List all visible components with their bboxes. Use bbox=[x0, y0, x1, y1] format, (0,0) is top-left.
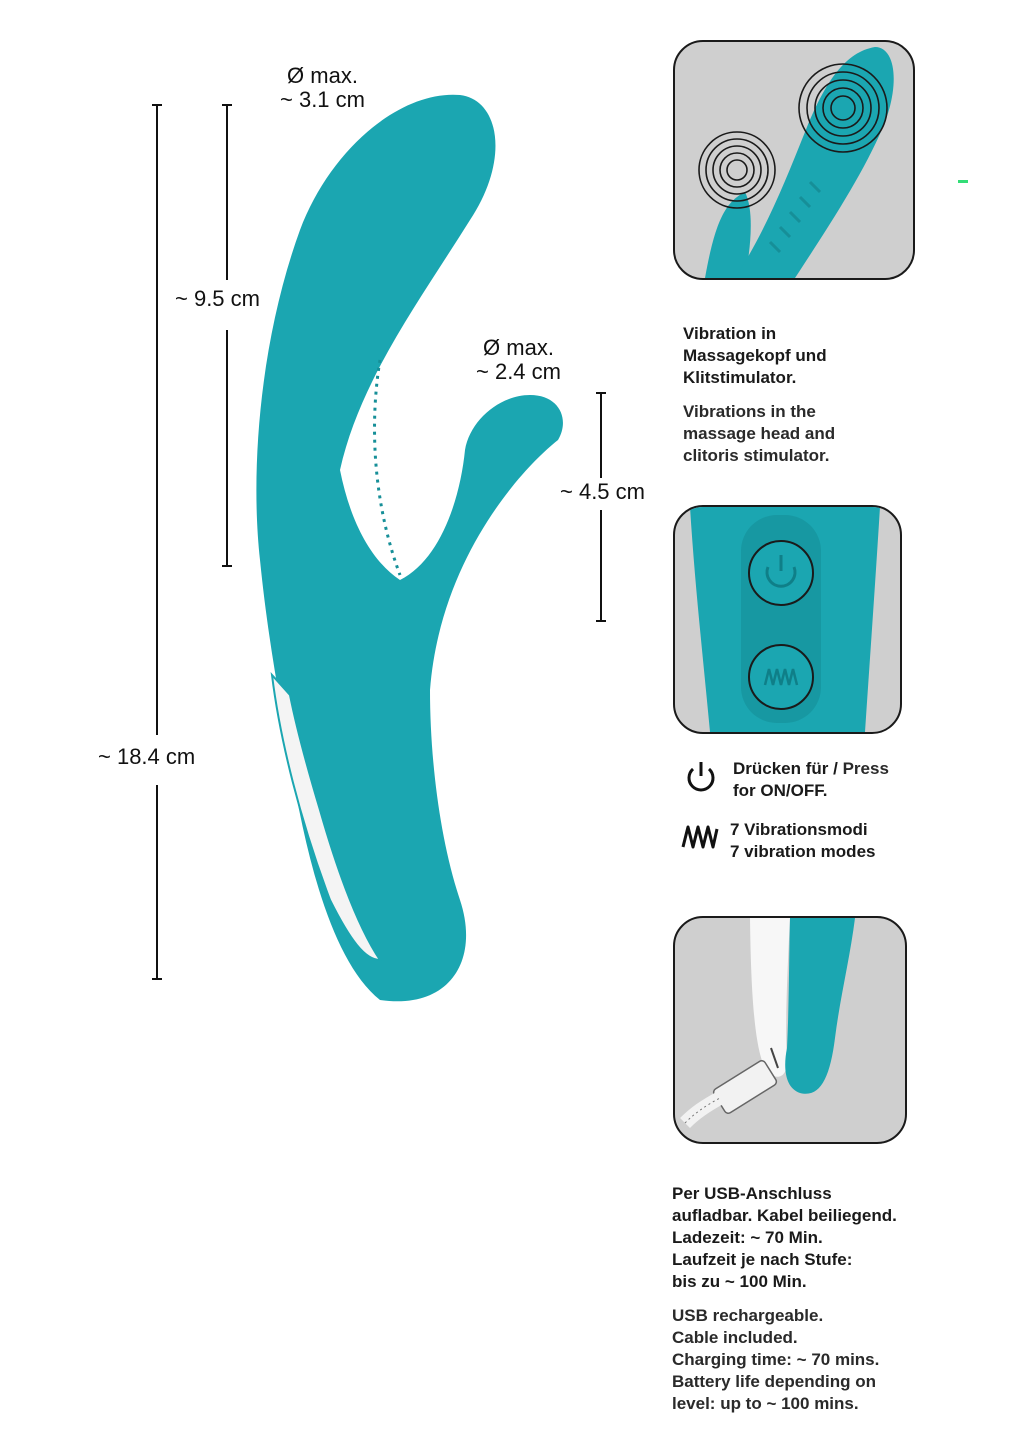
diameter-prefix: Ø max. bbox=[483, 335, 554, 360]
vibration-rings-small bbox=[698, 131, 776, 209]
total-length-label: ~ 18.4 cm bbox=[98, 744, 196, 769]
button-detail-panel bbox=[673, 505, 902, 734]
text-line: Laufzeit je nach Stufe: bbox=[672, 1250, 853, 1269]
large-head-diameter-label: Ø max. ~ 3.1 cm bbox=[280, 64, 365, 112]
modes-text-en: 7 vibration modes bbox=[730, 842, 876, 861]
vibration-text-de: Vibration in Massagekopf und Klitstimula… bbox=[683, 323, 827, 389]
text-line: massage head and bbox=[683, 424, 836, 443]
vibration-wave-icon bbox=[763, 668, 799, 686]
text-line: Massagekopf und bbox=[683, 346, 827, 365]
text-line: Battery life depending on bbox=[672, 1372, 877, 1391]
modes-legend: 7 Vibrationsmodi 7 vibration modes bbox=[680, 819, 875, 863]
charging-text-de: Per USB-Anschluss aufladbar. Kabel beili… bbox=[672, 1183, 897, 1293]
vibration-rings-large bbox=[798, 63, 888, 153]
power-icon bbox=[687, 762, 715, 792]
charging-detail-panel bbox=[673, 916, 907, 1144]
vibration-wave-icon bbox=[681, 825, 719, 849]
product-figure: ~ 18.4 cm ~ 9.5 cm ~ 4.5 cm Ø max. ~ 3.1… bbox=[98, 64, 645, 1002]
vibration-text-en: Vibrations in the massage head and clito… bbox=[683, 401, 835, 467]
text-line: clitoris stimulator. bbox=[683, 446, 830, 465]
text-line: Cable included. bbox=[672, 1328, 798, 1347]
power-button-illustration bbox=[748, 540, 814, 606]
accent-dash bbox=[958, 180, 968, 183]
text-line: USB rechargeable. bbox=[672, 1306, 824, 1325]
power-text-en: for ON/OFF. bbox=[733, 781, 828, 800]
text-line: Klitstimulator. bbox=[683, 368, 797, 387]
diameter-value: ~ 2.4 cm bbox=[476, 359, 561, 384]
clit-arm-length-label: ~ 4.5 cm bbox=[560, 479, 645, 504]
small-head-diameter-label: Ø max. ~ 2.4 cm bbox=[476, 336, 561, 384]
upper-length-label: ~ 9.5 cm bbox=[175, 286, 260, 311]
text-line: aufladbar. Kabel beiliegend. bbox=[672, 1206, 897, 1225]
mode-button-illustration bbox=[748, 644, 814, 710]
text-line: Charging time: ~ 70 mins. bbox=[672, 1350, 880, 1369]
power-legend: Drücken für / Press for ON/OFF. bbox=[683, 758, 889, 802]
modes-text-de: 7 Vibrationsmodi bbox=[730, 820, 868, 839]
usb-cable-plug bbox=[680, 1059, 778, 1129]
diameter-value: ~ 3.1 cm bbox=[280, 87, 365, 112]
diameter-prefix: Ø max. bbox=[287, 63, 358, 88]
charging-text-en: USB rechargeable. Cable included. Chargi… bbox=[672, 1305, 879, 1415]
text-line: Vibrations in the bbox=[683, 402, 816, 421]
text-line: Vibration in bbox=[683, 324, 777, 343]
power-text-de: Drücken für / bbox=[733, 759, 843, 778]
product-silhouette bbox=[256, 94, 563, 1002]
power-icon bbox=[765, 566, 797, 588]
power-text-en-inline: Press bbox=[842, 759, 889, 778]
vibration-detail-panel bbox=[673, 40, 915, 280]
text-line: level: up to ~ 100 mins. bbox=[672, 1394, 859, 1413]
text-line: Ladezeit: ~ 70 Min. bbox=[672, 1228, 823, 1247]
text-line: Per USB-Anschluss bbox=[672, 1184, 832, 1203]
text-line: bis zu ~ 100 Min. bbox=[672, 1272, 807, 1291]
